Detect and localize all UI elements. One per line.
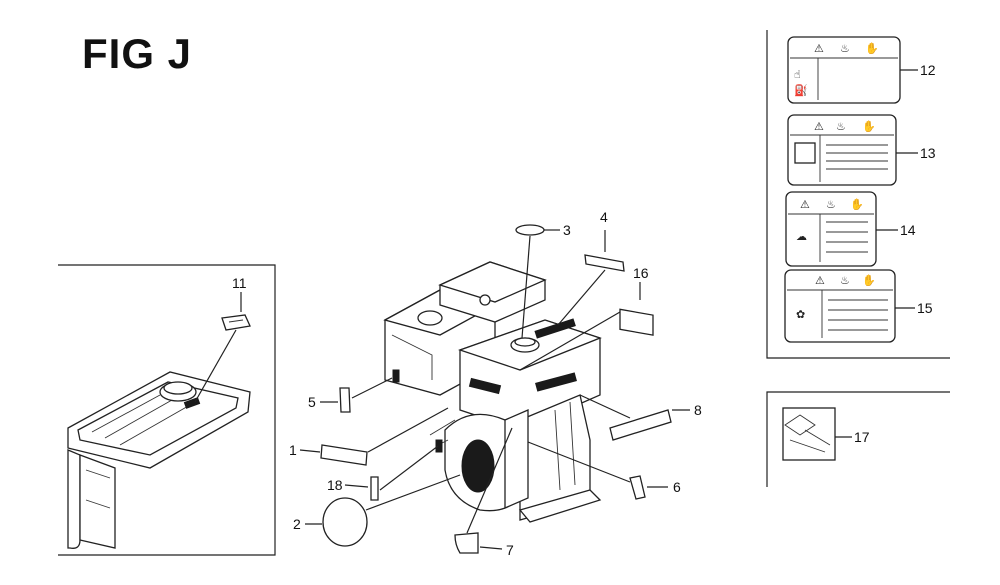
decal-7-shape — [454, 532, 479, 554]
svg-text:✋: ✋ — [865, 42, 879, 55]
svg-text:⚠: ⚠ — [800, 198, 810, 211]
decal-6-shape — [629, 475, 646, 500]
svg-text:☁: ☁ — [796, 230, 807, 243]
callout-12: 12 — [920, 62, 936, 78]
decal-18-shape — [370, 476, 379, 501]
callout-6: 6 — [673, 479, 681, 495]
svg-text:♨: ♨ — [826, 198, 836, 211]
svg-text:⚠: ⚠ — [814, 120, 824, 133]
svg-text:♨: ♨ — [836, 120, 846, 133]
figure-title: FIG J — [82, 30, 193, 77]
callout-4: 4 — [600, 209, 608, 225]
callout-14: 14 — [900, 222, 916, 238]
callout-7: 7 — [506, 542, 514, 558]
svg-text:⚠: ⚠ — [815, 274, 825, 287]
callout-3: 3 — [563, 222, 571, 238]
callout-18: 18 — [327, 477, 343, 493]
svg-text:✿: ✿ — [796, 308, 805, 321]
svg-text:⛽: ⛽ — [794, 84, 808, 97]
engine-decals — [299, 224, 690, 554]
decal-8-shape — [609, 409, 672, 441]
callout-8: 8 — [694, 402, 702, 418]
fuel-tank-inset — [58, 264, 276, 556]
label-13-shape — [787, 114, 897, 186]
svg-text:⚠: ⚠ — [814, 42, 824, 55]
decal-16-shape — [619, 308, 654, 336]
callout-labels: 1 2 3 4 5 6 7 8 11 12 13 14 15 16 17 18 — [232, 62, 936, 558]
decal-4-shape — [584, 254, 625, 272]
warning-labels-panel: ⚠ ♨ ✋ ☝ ⛽ ⚠ ♨ ✋ ⚠ ♨ ✋ ☁ ⚠ ♨ ✋ ✿ — [766, 30, 950, 487]
decal-3-shape — [515, 224, 545, 236]
svg-text:✋: ✋ — [850, 198, 864, 211]
engine-assembly — [383, 261, 602, 523]
callout-15: 15 — [917, 300, 933, 316]
label-14-shape — [785, 191, 877, 267]
svg-text:♨: ♨ — [840, 42, 850, 55]
callout-11: 11 — [232, 275, 247, 291]
label-15-shape — [784, 269, 896, 343]
svg-text:✋: ✋ — [862, 120, 876, 133]
callout-16: 16 — [633, 265, 649, 281]
svg-text:☝: ☝ — [794, 68, 801, 81]
svg-text:✋: ✋ — [862, 274, 876, 287]
callout-17: 17 — [854, 429, 870, 445]
decal-2-shape — [322, 497, 368, 547]
decal-5-shape — [339, 387, 351, 413]
callout-2: 2 — [293, 516, 301, 532]
callout-1: 1 — [289, 442, 297, 458]
callout-5: 5 — [308, 394, 316, 410]
svg-text:♨: ♨ — [840, 274, 850, 287]
callout-13: 13 — [920, 145, 936, 161]
decal-1-shape — [320, 444, 368, 466]
label-17-shape — [782, 407, 836, 461]
